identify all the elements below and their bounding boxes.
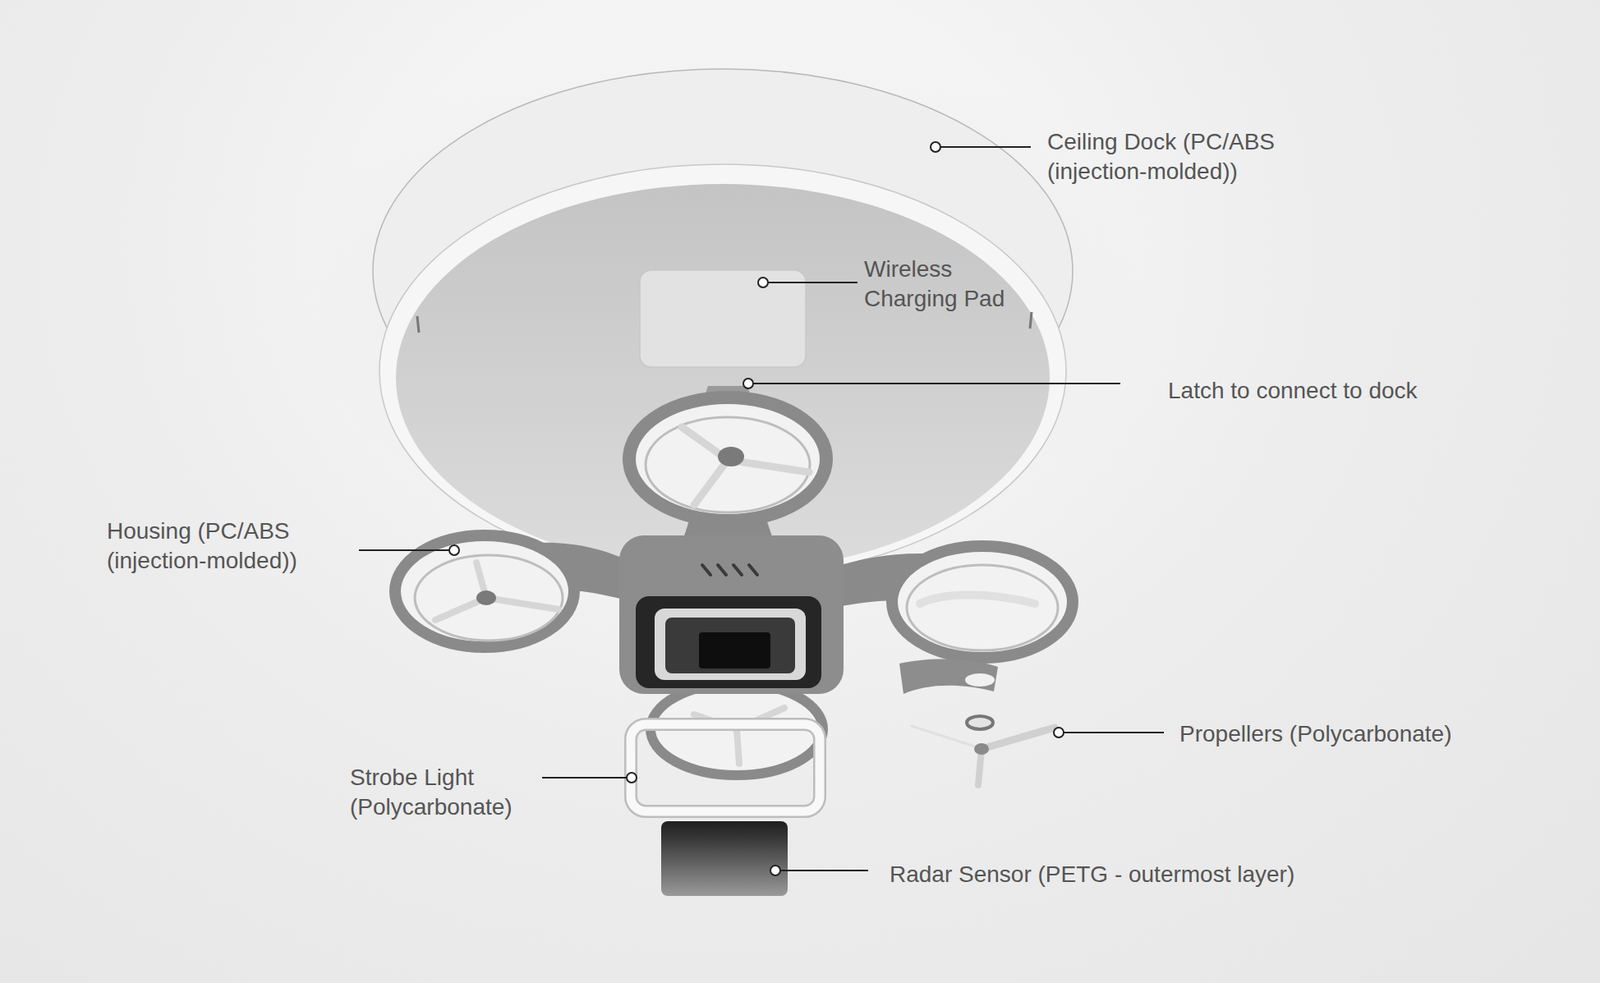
strobe-frame [630,724,820,812]
propeller-exploded [899,658,1055,786]
callout-label: Latch to connect to dock [1167,376,1418,406]
drone-housing [395,386,1073,776]
callout-label: Wireless Charging Pad [864,254,1041,314]
radar-sensor [661,821,788,897]
leader-lines [358,142,1164,876]
ceiling-dock [295,24,1150,579]
charging-pad [639,270,806,368]
callout-label: Radar Sensor (PETG - outermost layer) [889,859,1295,890]
callout-label: Housing (PC/ABS (injection-molded)) [106,516,350,576]
callout-label: Ceiling Dock (PC/ABS (injection-molded)) [1047,127,1319,187]
callout-label: Strobe Light (Polycarbonate) [349,763,535,823]
callout-label: Propellers (Polycarbonate) [1179,719,1453,750]
strobe-frame-face [630,724,820,812]
